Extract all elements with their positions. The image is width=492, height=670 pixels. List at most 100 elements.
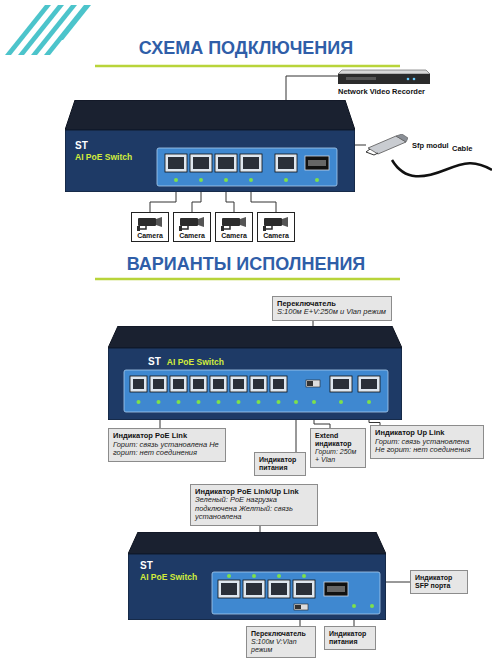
callout-heading: Переключатель: [277, 300, 387, 309]
device-label: Sfp modul: [412, 141, 449, 150]
page-title: СХЕМА ПОДКЛЮЧЕНИЯ: [0, 38, 492, 60]
rj45-socket: [133, 379, 144, 389]
callout-box: ПереключательS:100м E+V:250м и Vlan режи…: [272, 296, 392, 321]
corner-stripe: [44, 5, 90, 55]
connector-line: [296, 420, 297, 452]
nvr-top: [338, 70, 430, 74]
poe-switch: STAI PoE Switch: [128, 532, 386, 620]
section-heading-wrap: ВАРИАНТЫ ИСПОЛНЕНИЯ: [0, 254, 492, 276]
callout-heading: Индикатор PoE Link/Up Link: [195, 488, 313, 497]
device-label: Camera: [175, 232, 209, 240]
rj45-socket: [213, 379, 224, 389]
rj45-port: [190, 154, 212, 172]
corner-stripe: [57, 5, 91, 40]
rj45-port: [230, 376, 247, 392]
status-led: [227, 574, 231, 578]
status-led: [157, 400, 161, 404]
camera-lens: [156, 217, 162, 227]
camera-box: Camera: [257, 212, 295, 242]
rj45-port: [215, 154, 237, 172]
connector-line: [313, 321, 314, 326]
rj45-socket: [361, 379, 377, 389]
connector-line: [226, 192, 234, 212]
mode-switch: [294, 604, 308, 610]
switch-front-face: [108, 348, 402, 420]
callout-box: ПереключательS:100м V:Vlan режим: [246, 626, 316, 658]
status-led: [277, 574, 281, 578]
connector-line: [314, 420, 330, 428]
camera-mount-plate: [263, 226, 266, 231]
camera-mount-arm: [224, 226, 230, 229]
connector-line: [192, 192, 201, 212]
camera-icon: [176, 215, 208, 232]
status-led: [277, 400, 281, 404]
connector-line: [355, 145, 366, 146]
camera-lens: [198, 217, 204, 227]
port-panel: [157, 148, 337, 186]
sfp-slot: [308, 160, 326, 166]
rj45-port: [270, 376, 287, 392]
cable-label: Cable: [452, 144, 472, 153]
callout-box: Индикатор питания: [324, 626, 376, 650]
rj45-port: [130, 376, 147, 392]
port-panel: [212, 572, 380, 614]
rj45-port: [210, 376, 227, 392]
connector-line: [260, 526, 261, 532]
switch-front-face: [65, 130, 355, 192]
sfp-port: [324, 582, 348, 596]
callout-heading: Индикатор питания: [329, 630, 371, 646]
device-label: Camera: [259, 232, 293, 240]
switch-top-face: [108, 326, 402, 348]
status-led: [217, 400, 221, 404]
rj45-socket: [243, 157, 259, 169]
rj45-port: [243, 580, 265, 598]
rj45-port: [218, 580, 240, 598]
status-led: [174, 178, 178, 182]
callout-body: Горит: связь установлена Не горит: нет с…: [375, 438, 479, 455]
switch-drawing: [65, 100, 355, 192]
brand-logo: ST: [148, 356, 161, 368]
switch-label-group: STAI PoE Switch: [148, 356, 224, 368]
camera-mount-plate: [137, 226, 140, 231]
title-underline: [95, 65, 400, 68]
camera-lens: [282, 217, 288, 227]
sfp-port: [305, 156, 329, 170]
rj45-socket: [333, 379, 349, 389]
switch-top-face: [65, 100, 355, 130]
nvr-led: [413, 78, 416, 81]
callout-body: S:100м V:Vlan режим: [251, 638, 311, 654]
brand-logo: ST: [140, 560, 197, 572]
switch-label-group: STAI PoE Switch: [140, 560, 197, 582]
sfp-module: Sfp modul: [366, 134, 449, 156]
brand-logo: ST: [75, 140, 132, 152]
status-led: [177, 400, 181, 404]
camera-mount-arm: [140, 226, 146, 229]
rj45-port: [170, 376, 187, 392]
connector-line: [386, 582, 410, 583]
rj45-port: [250, 376, 267, 392]
rj45-socket: [173, 379, 184, 389]
callout-body: Горит: 250м + Vlan: [315, 448, 361, 464]
product-name: AI PoE Switch: [75, 152, 132, 162]
connector-line: [160, 420, 161, 428]
callout-box: Индикатор питания: [254, 452, 306, 476]
camera-box: Camera: [173, 212, 211, 242]
switch-drawing: [108, 326, 402, 420]
switch-top-face: [128, 532, 386, 554]
nvr-drawing: [338, 68, 430, 86]
status-led: [197, 400, 201, 404]
status-led: [339, 400, 343, 404]
callout-heading: Индикатор SFP порта: [415, 574, 463, 590]
callout-body: Зеленый: PoE нагрузка подключена Желтый:…: [195, 496, 313, 522]
cable-label-wrap: Cable: [452, 144, 472, 153]
camera-mount-arm: [266, 226, 272, 229]
camera-icon: [260, 215, 292, 232]
status-led: [302, 574, 306, 578]
switch-front-face: [128, 554, 386, 620]
rj45-socket: [168, 157, 184, 169]
rj45-socket: [278, 157, 294, 169]
connector-line: [286, 76, 338, 100]
callout-box: Extend индикаторГорит: 250м + Vlan: [310, 428, 366, 468]
nvr-led: [407, 78, 410, 81]
callout-heading: Индикатор Up Link: [375, 429, 479, 438]
